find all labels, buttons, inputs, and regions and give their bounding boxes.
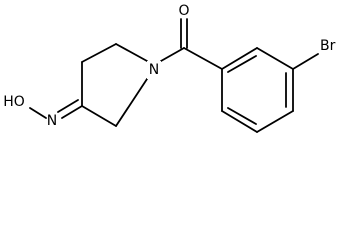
- bonds: [29, 18, 319, 133]
- atom-labels: O N Br N HO: [3, 3, 335, 129]
- bond-pip-top: [81, 43, 117, 63]
- bond-ring-b: [256, 47, 294, 70]
- bond-n-carbonyl: [160, 47, 185, 62]
- bond-pip-left-bottom: [81, 105, 117, 127]
- bond-n-o: [29, 107, 47, 119]
- bond-oxime-double-2: [57, 99, 79, 113]
- bond-pip-n-top: [115, 43, 148, 62]
- atom-label-nitrogen-ring: N: [149, 62, 159, 78]
- atom-label-oxime-nitrogen: N: [47, 113, 57, 129]
- bond-ring-d: [256, 110, 294, 133]
- bond-ring-e: [221, 110, 258, 133]
- label-bg-nitrogen: [147, 61, 161, 79]
- bond-ring-a-inner: [227, 55, 257, 73]
- bond-pip-bottom: [115, 78, 148, 127]
- bond-ring-e-inner: [227, 107, 257, 125]
- molecule-structure: O N Br N HO: [3, 3, 336, 133]
- bond-ring-a: [221, 47, 258, 70]
- atom-label-hydroxyl: HO: [3, 94, 25, 110]
- bond-carbonyl-aryl: [183, 47, 223, 70]
- atom-label-bromine: Br: [320, 38, 336, 54]
- bond-c-br: [292, 53, 319, 70]
- atom-label-oxygen-carbonyl: O: [178, 3, 189, 19]
- bond-oxime-double-1: [61, 105, 83, 119]
